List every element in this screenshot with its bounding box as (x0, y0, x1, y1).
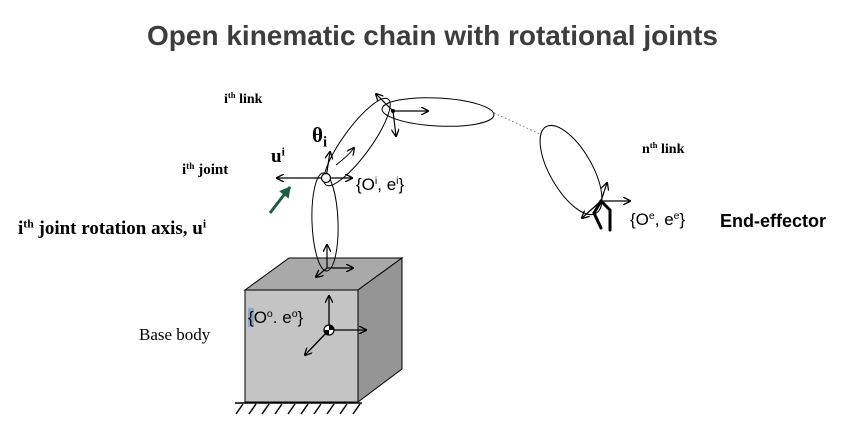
next-joint-dot (391, 109, 395, 113)
cube-front-face (244, 289, 359, 403)
end-effector-label: End-effector (720, 211, 827, 231)
end-effector-axes (582, 183, 630, 218)
frame-i-label: {Oi, ei} (356, 175, 405, 194)
ith-joint-label: ith joint (182, 161, 229, 178)
nth-link-label: nth link (642, 140, 685, 157)
base-origin-symbol (323, 324, 335, 336)
base-body-cube (243, 257, 404, 403)
nth-link (539, 124, 603, 216)
base-frame-axes (305, 296, 366, 355)
base-link (311, 172, 339, 272)
chain-continuation-dots (493, 112, 541, 135)
ui-axis-label: ui (271, 145, 285, 167)
theta-i-label: θi (312, 123, 328, 151)
base-body-label: Base body (139, 325, 211, 344)
ith-joint-axes (277, 152, 352, 178)
end-effector-gripper (592, 199, 612, 232)
ith-link-label: ith link (224, 90, 263, 107)
ith-link (323, 97, 391, 187)
next-joint-axes (376, 94, 428, 136)
axis-pointer-arrow (268, 186, 292, 214)
next-link (381, 97, 495, 127)
frame-e-label: {Oe, ee} (630, 210, 686, 229)
joint-rotation-axis-label: ith joint rotation axis, ui (18, 217, 207, 239)
theta-angle-arc (335, 148, 354, 166)
ith-joint-circle (320, 172, 332, 184)
frame-o-label: {Oo. eo} (248, 308, 304, 327)
page-title: Open kinematic chain with rotational joi… (147, 20, 718, 51)
base-joint-axes (316, 245, 353, 277)
ground-hatching (235, 402, 362, 415)
